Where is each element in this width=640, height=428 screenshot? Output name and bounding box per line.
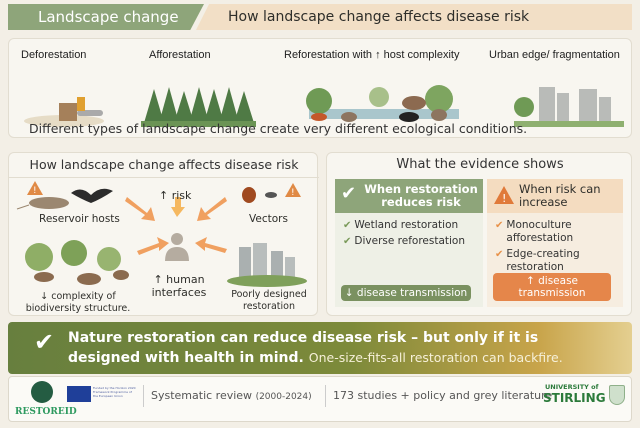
tick-icon [242,187,256,203]
warning-icon: ! [285,183,301,198]
review-label: Systematic review (2000-2024) [151,389,312,402]
city-icon [227,243,307,287]
mosquito-icon [265,192,277,198]
type-reforestation: Reforestation with ↑ host complexity [284,49,460,61]
university-crest-icon [609,385,625,405]
rodent-icon [16,197,69,210]
restoreid-logo-icon [31,381,53,403]
vectors-label: Vectors [249,213,288,225]
header-title: How landscape change affects disease ris… [196,4,632,30]
conifer-forest-icon [141,87,256,127]
reduces-risk-card: ✔ When restoration reduces risk ✔Wetland… [335,179,483,307]
university-name: STIRLING [543,391,606,405]
type-deforestation: Deforestation [21,49,87,61]
landscape-illustrations [24,85,624,127]
poor-restoration-label: Poorly designed restoration [231,289,307,312]
type-afforestation: Afforestation [149,49,211,61]
warning-icon: ! [27,181,43,196]
mechanisms-title: How landscape change affects disease ris… [29,157,299,172]
check-icon: ✔ [495,220,504,231]
list-item: ✔Monoculture afforestation [495,219,574,244]
eu-flag-icon [67,386,91,402]
risk-label: ↑ risk [159,189,192,202]
stump-icon [24,97,104,127]
reduces-risk-heading: When restoration reduces risk [364,182,478,209]
biodiversity-label: ↓ complexity of biodiversity structure. [25,291,131,314]
bat-icon [71,188,113,203]
reforestation-wildlife-icon [306,85,459,122]
increases-risk-card: ! When risk can increase ✔Monoculture af… [487,179,623,307]
evidence-title: What the evidence shows [396,157,564,172]
decrease-transmission-badge: ↓ disease transmission [341,285,471,301]
check-icon: ✔ [341,183,357,204]
increases-risk-heading: When risk can increase [519,182,601,209]
studies-label: 173 studies + policy and grey literature [333,389,553,402]
eu-funding-text: Funded by the Horizon 2020 Framework Pro… [93,386,136,398]
person-icon [165,233,189,261]
check-icon: ✔ [495,249,504,260]
conclusion-banner: ✔ Nature restoration can reduce disease … [8,322,632,374]
svg-text:!: ! [502,192,506,205]
section-tab: Landscape change [8,4,204,30]
landscape-caption: Different types of landscape change crea… [29,121,528,136]
check-icon: ✔ [343,236,352,247]
footer: RESTOREID Funded by the Horizon 2020 Fra… [8,376,632,422]
restoreid-logo-text: RESTOREID [15,407,77,417]
check-icon: ✔ [343,220,352,231]
list-item: ✔Edge-creating restoration [495,248,580,273]
arrow-icon [125,197,227,255]
list-item: ✔Diverse reforestation [343,235,465,247]
evidence-panel: What the evidence shows ✔ When restorati… [326,152,632,316]
type-urban-edge: Urban edge/ fragmentation [489,49,620,61]
mechanisms-panel: How landscape change affects disease ris… [8,152,319,316]
list-item: ✔Wetland restoration [343,219,459,231]
warning-icon: ! [494,186,514,205]
svg-text:!: ! [291,188,295,198]
conclusion-text: Nature restoration can reduce disease ri… [68,330,563,366]
svg-text:!: ! [33,186,37,196]
urban-buildings-icon [514,87,624,127]
human-interfaces-label: ↑ human interfaces [151,273,207,299]
check-icon: ✔ [34,328,55,356]
mechanisms-diagram: ! ! [16,181,307,287]
reservoir-hosts-label: Reservoir hosts [39,213,120,225]
increase-transmission-badge: ↑ disease transmission [493,273,611,301]
landscape-types-panel: Deforestation Afforestation Reforestatio… [8,38,632,138]
forest-deer-icon [25,240,129,285]
university-label: UNIVERSITY of [545,383,599,391]
